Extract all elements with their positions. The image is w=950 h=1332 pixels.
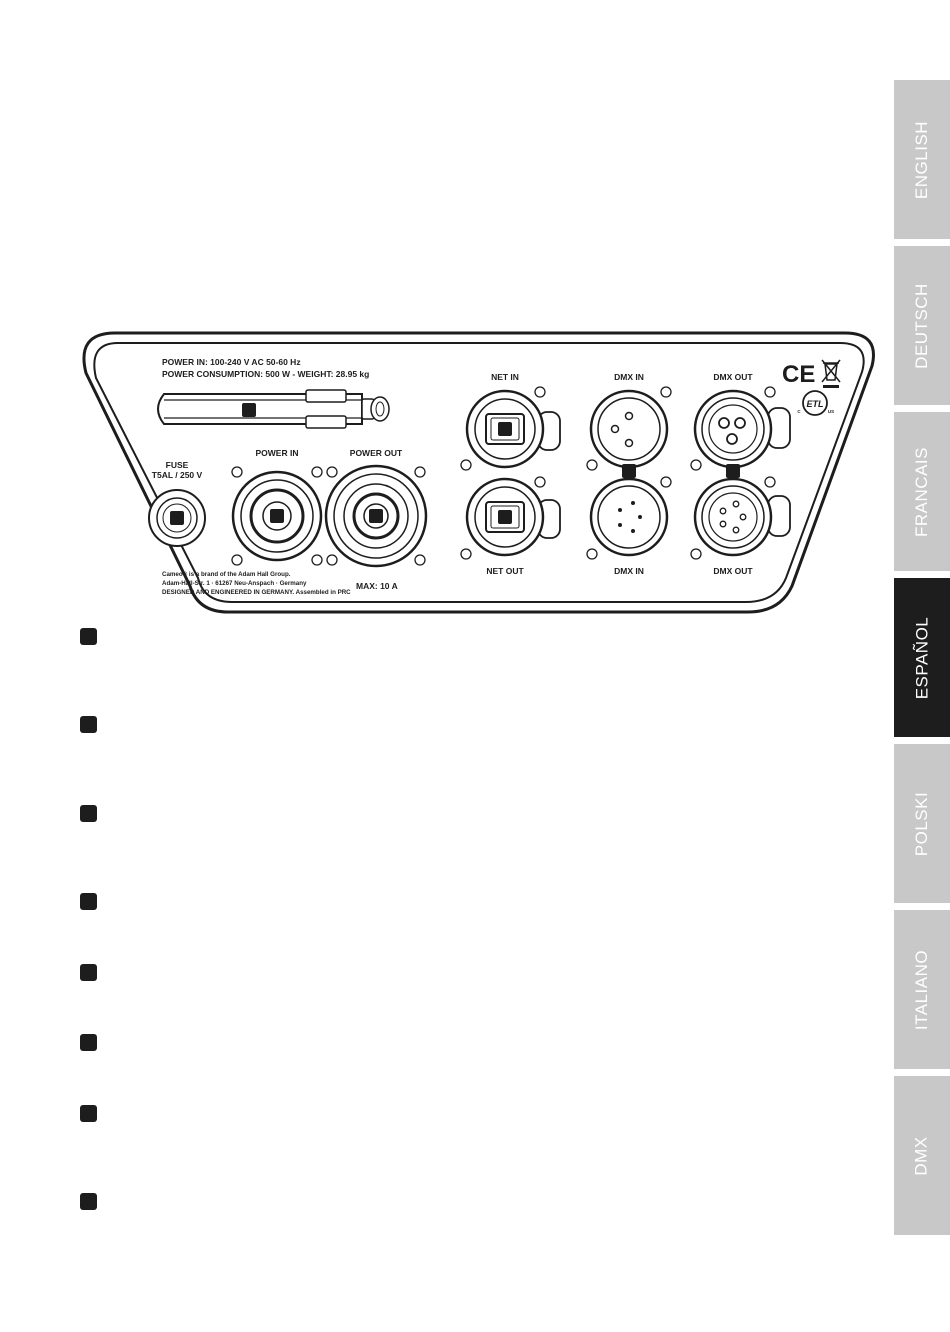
power-spec-line-1: POWER IN: 100-240 V AC 50-60 Hz (162, 357, 301, 367)
legend-marker-3 (80, 805, 97, 822)
tab-espanol[interactable]: ESPAÑOL (894, 578, 950, 737)
dmx-out-top-label: DMX OUT (713, 372, 753, 382)
dmx-out-3pin-connector[interactable] (690, 386, 791, 471)
tab-deutsch-label: DEUTSCH (912, 282, 932, 369)
marker-net-in (498, 422, 512, 436)
rear-panel-diagram: POWER IN: 100-240 V AC 50-60 Hz POWER CO… (82, 331, 875, 614)
power-out-label: POWER OUT (350, 448, 403, 458)
brand-line-3: DESIGNED AND ENGINEERED IN GERMANY. Asse… (162, 589, 351, 596)
dmx-in-bottom-label: DMX IN (614, 566, 644, 576)
tab-english-label: ENGLISH (912, 120, 932, 199)
legend-marker-2 (80, 716, 97, 733)
marker-antenna (242, 403, 256, 417)
tab-francais[interactable]: FRANCAIS (894, 412, 950, 571)
tab-francais-label: FRANCAIS (912, 446, 931, 537)
marker-power-in (270, 509, 284, 523)
legend-marker-1 (80, 628, 97, 645)
tab-dmx-label: DMX (912, 1135, 931, 1176)
etl-c-text: C (797, 409, 801, 414)
tab-italiano-label: ITALIANO (912, 949, 932, 1030)
weee-bin-icon (821, 359, 841, 388)
net-in-label: NET IN (491, 372, 519, 382)
legend-marker-6 (80, 1034, 97, 1051)
etl-mark: ETL C US (797, 390, 834, 416)
tab-italiano[interactable]: ITALIANO (894, 910, 950, 1069)
brand-line-2: Adam-Hall-Str. 1 · 61267 Neu-Anspach · G… (162, 580, 307, 587)
marker-net-out (498, 510, 512, 524)
legend-marker-7 (80, 1105, 97, 1122)
fuse-label: FUSE (166, 460, 189, 470)
marker-dmx-in (622, 464, 636, 478)
fuse-rating: T5AL / 250 V (152, 470, 203, 480)
legend-marker-4 (80, 893, 97, 910)
tab-english[interactable]: ENGLISH (894, 80, 950, 239)
legend-marker-5 (80, 964, 97, 981)
etl-mark-text: ETL (807, 399, 824, 409)
ce-mark: CE (782, 361, 815, 388)
etl-us-text: US (828, 409, 834, 414)
tab-polski[interactable]: POLSKI (894, 744, 950, 903)
legend-marker-8 (80, 1193, 97, 1210)
dmx-out-bottom-label: DMX OUT (713, 566, 753, 576)
marker-power-out (369, 509, 383, 523)
panel-inner-outline (93, 342, 865, 603)
tab-espanol-label: ESPAÑOL (912, 616, 931, 699)
power-spec-line-2: POWER CONSUMPTION: 500 W - WEIGHT: 28.95… (162, 369, 369, 379)
max-current-label: MAX: 10 A (356, 581, 398, 591)
dmx-in-5pin-connector[interactable] (586, 476, 672, 560)
antenna[interactable] (157, 389, 390, 429)
brand-line-1: Cameo® is a brand of the Adam Hall Group… (162, 571, 291, 578)
marker-fuse (170, 511, 184, 525)
language-tabs: ENGLISH DEUTSCH FRANCAIS ESPAÑOL POLSKI … (894, 80, 950, 1235)
tab-deutsch[interactable]: DEUTSCH (894, 246, 950, 405)
panel-outer-outline (82, 331, 875, 614)
dmx-in-top-label: DMX IN (614, 372, 644, 382)
net-out-label: NET OUT (486, 566, 524, 576)
dmx-in-3pin-connector[interactable] (586, 386, 672, 471)
marker-dmx-out (726, 464, 740, 478)
tab-dmx[interactable]: DMX (894, 1076, 950, 1235)
dmx-out-5pin-connector[interactable] (690, 476, 791, 560)
tab-polski-label: POLSKI (912, 791, 932, 856)
power-in-label: POWER IN (256, 448, 299, 458)
